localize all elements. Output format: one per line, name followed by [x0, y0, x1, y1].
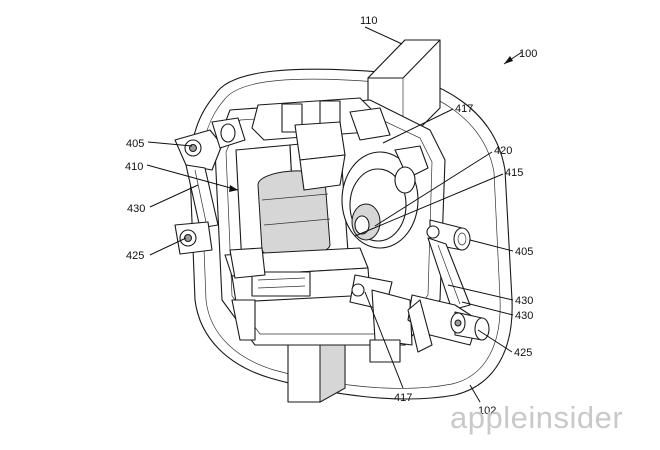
lever-center-lower: [349, 274, 413, 363]
label-425-right: 425: [514, 347, 532, 359]
leader-lines: [146, 26, 523, 403]
reference-labels: 110 100 417 405 420 410 415 430 425 405 …: [125, 15, 537, 417]
label-430-right-b: 430: [515, 310, 533, 322]
central-block-410: [235, 121, 349, 266]
label-425-left: 425: [126, 250, 144, 262]
label-110: 110: [360, 15, 378, 27]
coil-assembly-420: [341, 145, 429, 249]
pivot-left-425: [174, 221, 213, 255]
lever-left-upper-405: [174, 117, 246, 171]
label-102: 102: [478, 405, 496, 417]
label-410: 410: [125, 161, 143, 173]
label-430-left: 430: [127, 203, 145, 215]
label-417-top: 417: [455, 103, 473, 115]
top-bridge: [251, 97, 391, 141]
label-405-left: 405: [126, 138, 144, 150]
pivot-right-425: [407, 294, 490, 353]
watermark-logo: appleinsider: [450, 400, 623, 435]
label-415: 415: [505, 167, 523, 179]
lower-rail: [224, 247, 371, 341]
label-417-bottom: 417: [394, 392, 412, 404]
label-100: 100: [519, 48, 537, 60]
label-405-right: 405: [515, 246, 533, 258]
label-420: 420: [494, 145, 512, 157]
spring-arm-right-430: [427, 237, 471, 311]
label-430-right-a: 430: [515, 295, 533, 307]
